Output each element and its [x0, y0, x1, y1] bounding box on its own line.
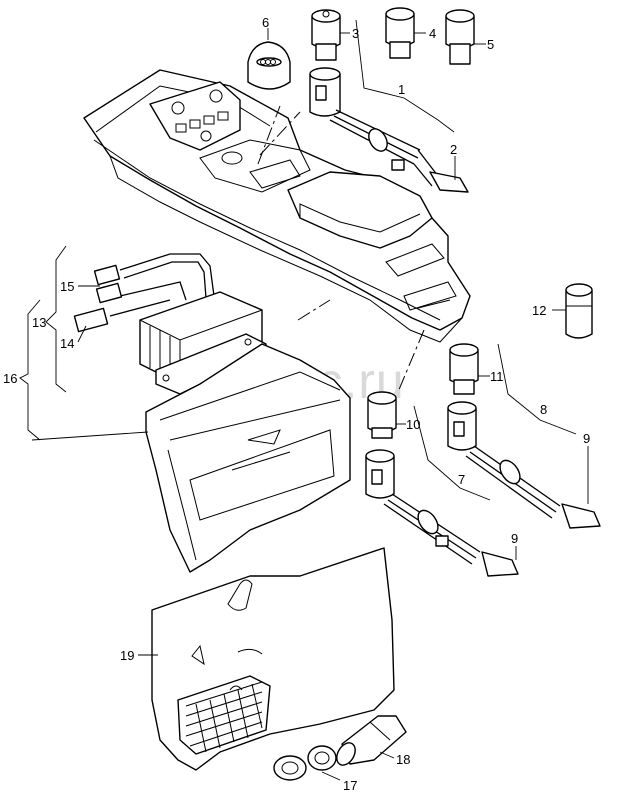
label-8: 8 — [540, 402, 547, 417]
part-16-rear-bezel — [145, 343, 351, 573]
part-5-socket — [445, 9, 475, 65]
label-18: 18 — [396, 752, 410, 767]
center-console — [83, 69, 471, 343]
part-1-socket-wiring — [309, 67, 469, 193]
part-4-socket — [385, 7, 415, 59]
label-1: 1 — [398, 82, 405, 97]
label-14: 14 — [60, 336, 74, 351]
label-13: 13 — [32, 315, 46, 330]
label-9-left: 9 — [511, 531, 518, 546]
label-5: 5 — [487, 37, 494, 52]
part-10-socket — [367, 391, 397, 439]
label-10: 10 — [406, 417, 420, 432]
part-7-socket-wiring — [365, 449, 519, 577]
label-17: 17 — [343, 778, 357, 793]
part-11-socket — [449, 343, 479, 395]
assembly-line — [297, 299, 331, 321]
part-17-covers — [273, 745, 337, 781]
part-6-knob — [247, 41, 291, 90]
label-4: 4 — [429, 26, 436, 41]
part-8-socket-wiring — [447, 401, 601, 529]
label-11: 11 — [490, 369, 504, 384]
assembly-line — [397, 329, 425, 393]
part-12-socket — [565, 283, 593, 339]
assembly-line — [257, 105, 281, 165]
label-19: 19 — [120, 648, 134, 663]
part-19-rear-panel — [151, 547, 395, 771]
part-18-socket — [336, 715, 407, 766]
part-number-labels: 6 3 4 5 1 2 12 11 10 8 9 7 9 15 13 14 16… — [3, 15, 590, 793]
leader-lines — [19, 19, 589, 781]
assembly-line — [259, 111, 301, 156]
label-15: 15 — [60, 279, 74, 294]
label-7: 7 — [458, 472, 465, 487]
label-9-right: 9 — [583, 431, 590, 446]
part-3-socket — [311, 9, 341, 61]
label-16: 16 — [3, 371, 17, 386]
label-3: 3 — [352, 26, 359, 41]
label-2: 2 — [450, 142, 457, 157]
label-12: 12 — [532, 303, 546, 318]
label-6: 6 — [262, 15, 269, 30]
